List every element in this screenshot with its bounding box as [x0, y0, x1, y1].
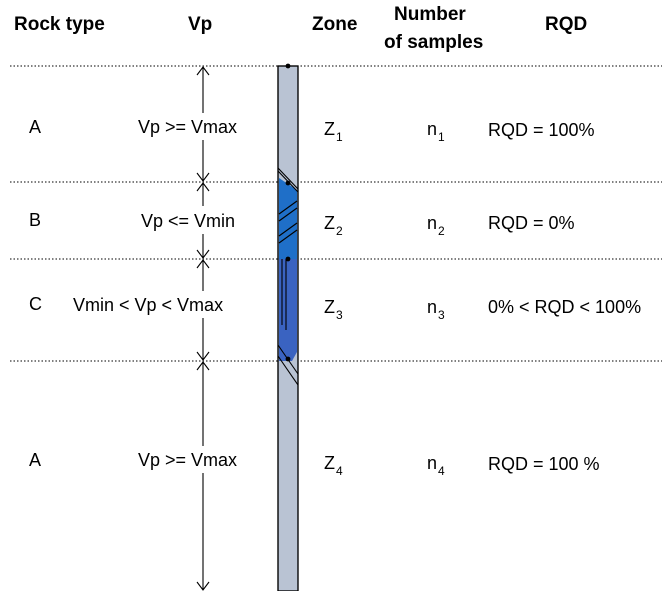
zone-row2: Z2 — [324, 213, 343, 238]
boundary-dot — [285, 256, 291, 262]
header-zone: Zone — [312, 14, 358, 35]
rock-type-row2: B — [29, 210, 42, 230]
rqd-row2: RQD = 0% — [488, 213, 575, 233]
fracture-line — [278, 207, 298, 222]
zone-row1: Z1 — [324, 119, 343, 144]
samples-row2: n2 — [427, 213, 445, 238]
rqd-row1: RQD = 100% — [488, 120, 595, 140]
fracture-line — [277, 167, 299, 190]
header-number-line1: Number — [394, 4, 466, 25]
rqd-row3: 0% < RQD < 100% — [488, 297, 642, 317]
boundary-dot — [285, 180, 291, 186]
vp-row1: Vp >= Vmax — [138, 116, 238, 138]
samples-row4: n4 — [427, 453, 445, 478]
header-rqd: RQD — [545, 14, 588, 35]
core-zone-c-fill — [279, 259, 297, 361]
boundary-dot — [285, 63, 291, 69]
zone-row4: Z4 — [324, 453, 343, 478]
vp-row4: Vp >= Vmax — [138, 449, 238, 471]
rqd-row4: RQD = 100 % — [488, 454, 600, 474]
vp-row3: Vmin < Vp < Vmax — [73, 294, 224, 316]
vp-row2: Vp <= Vmin — [141, 210, 236, 232]
boundary-dot — [285, 356, 291, 362]
header-rock-type: Rock type — [14, 14, 105, 35]
rock-type-row3: C — [29, 294, 42, 314]
fracture-line — [278, 200, 298, 215]
samples-row1: n1 — [427, 119, 445, 144]
core-zone-b-fill — [279, 178, 297, 259]
fracture-line — [277, 355, 299, 386]
header-vp: Vp — [188, 14, 213, 35]
fracture-line — [278, 222, 298, 237]
rock-type-row1: A — [29, 117, 42, 137]
header-number-line2: of samples — [384, 32, 484, 53]
zone-row3: Z3 — [324, 297, 343, 322]
samples-row3: n3 — [427, 297, 445, 322]
rock-type-row4: A — [29, 450, 42, 470]
fracture-line — [278, 229, 298, 244]
